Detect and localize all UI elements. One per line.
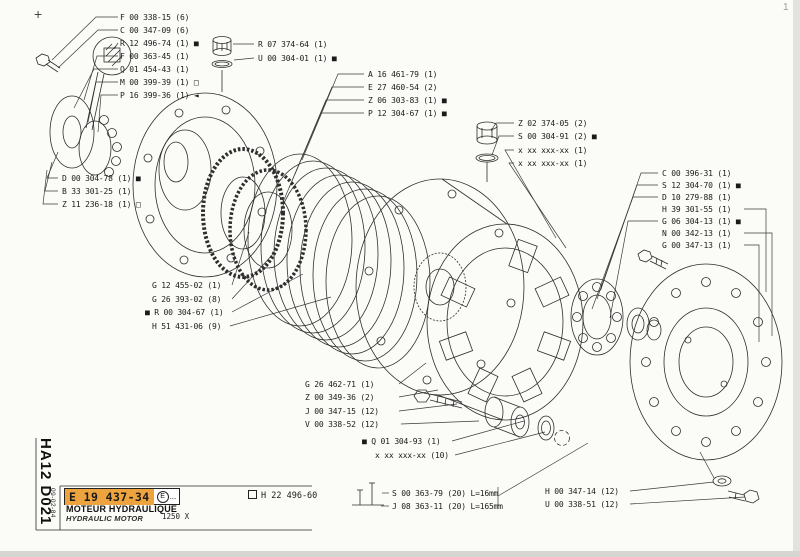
part-callout: S 00 363-79 (20) L=16mm	[392, 489, 499, 498]
part-callout: P 12 304-67 (1) ■	[368, 109, 447, 118]
reference-dots: ...	[169, 492, 177, 501]
part-callout: G 26 393-02 (8)	[152, 295, 222, 304]
scale-label: 1250 X	[162, 512, 190, 521]
part-callout: G 00 347-13 (1)	[662, 241, 732, 250]
part-callout: x xx xxx-xx (1)	[518, 159, 588, 168]
part-callout: G 26 462-71 (1)	[305, 380, 375, 389]
page-edge-bottom	[0, 551, 800, 557]
part-callout: F 00 338-15 (6)	[120, 13, 190, 22]
title-french: MOTEUR HYDRAULIQUE	[66, 504, 178, 514]
part-callout: D 00 304-78 (1) ■	[62, 174, 141, 183]
part-callout: Z 00 349-36 (2)	[305, 393, 375, 402]
title-block: E 19 437-34 E ... H 22 496-60 MOTEUR HYD…	[62, 486, 317, 530]
roller-bearing	[570, 278, 624, 356]
part-callout: E 27 460-54 (2)	[368, 83, 438, 92]
page-edge-right	[793, 0, 800, 557]
part-callout: H 00 347-14 (12)	[545, 487, 619, 496]
plug-fittings	[211, 36, 499, 182]
spacer-rings	[626, 307, 662, 341]
part-callout: B 33 301-25 (1)	[62, 187, 132, 196]
part-callout: R 07 374-64 (1)	[258, 40, 328, 49]
part-callout: ■ Q 01 304-93 (1)	[362, 437, 441, 446]
highlighted-part-reference: E 19 437-34	[65, 488, 154, 505]
part-callout: ■ R 00 304-67 (1)	[145, 308, 224, 317]
date-code: 09-02-84	[49, 488, 56, 519]
detail-callout-circle	[92, 36, 132, 76]
part-callout: Z 06 303-83 (1) ■	[368, 96, 447, 105]
page-number: 1	[783, 2, 789, 13]
part-callout: Z 11 236-18 (1) □	[62, 200, 141, 209]
part-callout: J 00 347-15 (12)	[305, 407, 379, 416]
register-mark: +	[34, 6, 43, 22]
part-callout: A 16 461-79 (1)	[368, 70, 438, 79]
part-callout: R 12 496-74 (1) ■	[120, 39, 199, 48]
circled-e-badge: E	[156, 490, 169, 503]
part-callout: H 51 431-06 (9)	[152, 322, 222, 331]
part-callout: C 00 347-09 (6)	[120, 26, 190, 35]
disc-stack	[247, 153, 431, 369]
part-callout: G 12 455-02 (1)	[152, 281, 222, 290]
end-cover	[629, 263, 783, 461]
part-callout: S 12 304-70 (1) ■	[662, 181, 741, 190]
gear-discs	[201, 147, 308, 292]
part-callout: U 00 304-01 (1) ■	[258, 54, 337, 63]
title-english: HYDRAULIC MOTOR	[66, 514, 144, 523]
part-callout: F 00 363-45 (1)	[120, 52, 190, 61]
part-callout: H 39 301-55 (1)	[662, 205, 732, 214]
part-callout: M 00 399-39 (1) □	[120, 78, 199, 87]
title-block-lines	[35, 438, 312, 531]
part-callout: G 06 304-13 (1) ■	[662, 217, 741, 226]
part-callout: S 00 304-91 (2) ■	[518, 132, 597, 141]
part-callout: Q 01 454-43 (1)	[120, 65, 190, 74]
part-callout: Z 02 374-05 (2)	[518, 119, 588, 128]
part-callout: N 00 342-13 (1)	[662, 229, 732, 238]
part-callout: V 00 338-52 (12)	[305, 420, 379, 429]
part-callout: U 00 338-51 (12)	[545, 500, 619, 509]
fasteners	[413, 249, 760, 504]
alternate-reference: H 22 496-60	[248, 490, 317, 501]
part-callout: J 08 363-11 (20) L=165mm	[392, 502, 503, 511]
part-reference-box: E 19 437-34 E ...	[64, 488, 181, 505]
part-callout: C 00 396-31 (1)	[662, 169, 732, 178]
front-housing	[132, 92, 278, 278]
part-callout: D 10 279-88 (1)	[662, 193, 732, 202]
checkbox-icon	[248, 490, 257, 499]
drum-housing	[355, 178, 584, 421]
leader-lines	[42, 16, 773, 507]
input-shaft-assembly	[35, 53, 122, 177]
part-callout: x xx xxx-xx (1)	[518, 146, 588, 155]
part-callout: P 16 399-36 (1) ◄	[120, 91, 199, 100]
alternate-reference-label: H 22 496-60	[261, 491, 318, 501]
document-code: HA12 D021	[37, 438, 54, 526]
pin-length-sketch	[352, 482, 384, 506]
part-callout: x xx xxx-xx (10)	[375, 451, 449, 460]
